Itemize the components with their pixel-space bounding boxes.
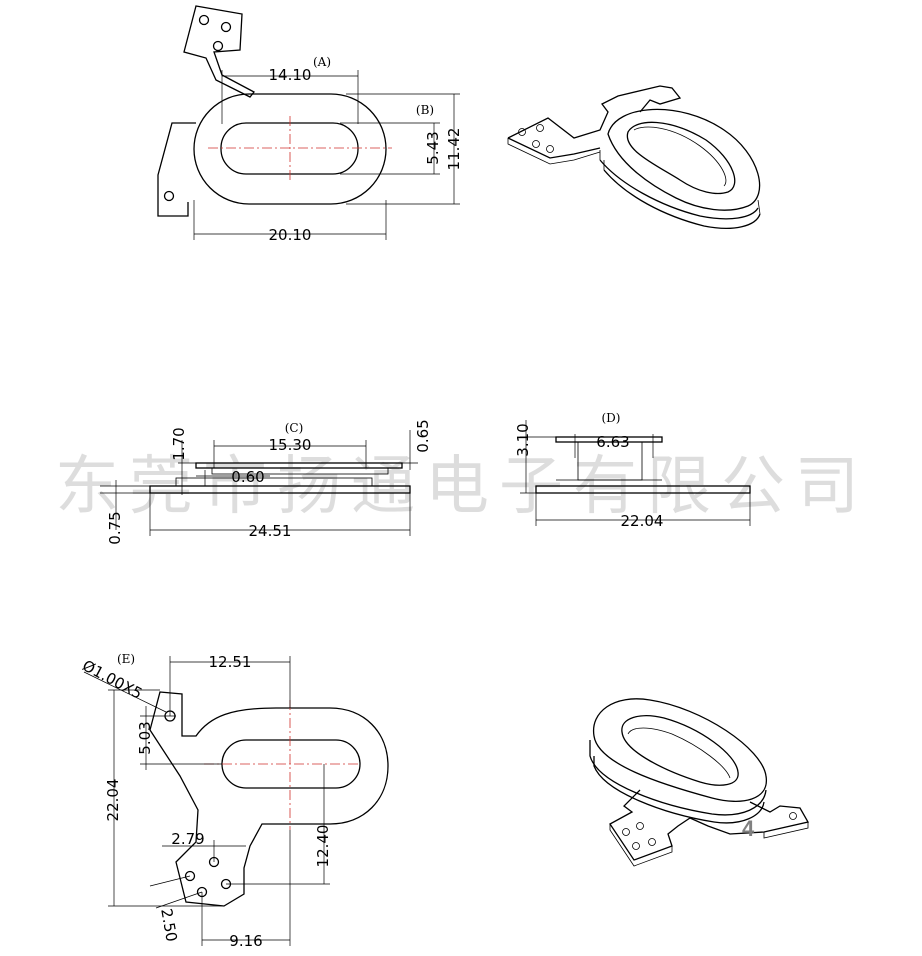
hole-spec: Ø1.00X5 <box>79 656 145 702</box>
view-a-top: 14.10 (A) 20.10 11.42 5.43 (B) <box>157 5 463 244</box>
dim-11-42: 11.42 <box>445 128 463 171</box>
coil-outer-outline <box>193 93 387 205</box>
iso-tab-outline-b <box>609 789 809 861</box>
dim-1-70: 1.70 <box>170 427 188 460</box>
iso-hole <box>546 145 554 153</box>
iso-coil-outer-b <box>592 698 767 802</box>
tab-hole <box>212 40 224 52</box>
part-outline-e <box>149 691 389 907</box>
view-label-e: (E) <box>117 652 135 666</box>
dim-20-10: 20.10 <box>269 226 312 244</box>
view-label-c: (C) <box>285 421 304 435</box>
iso-hole-b <box>648 838 656 846</box>
view-c-side: (C) 15.30 1.70 0.60 0.65 0.75 24.51 <box>100 419 432 545</box>
dim-6-63: 6.63 <box>596 433 629 451</box>
iso-hole-b <box>636 822 644 830</box>
dim-0-60: 0.60 <box>231 468 264 486</box>
dim-5-03: 5.03 <box>136 721 154 754</box>
dim-3-10: 3.10 <box>514 423 532 456</box>
dim-0-75: 0.75 <box>106 511 124 544</box>
dim-12-51: 12.51 <box>209 653 252 671</box>
dim-12-40: 12.40 <box>314 825 332 868</box>
iso-coil-inner <box>626 121 736 195</box>
dim-14-10: 14.10 <box>269 66 312 84</box>
iso-hole <box>536 124 544 132</box>
iso-hole <box>532 140 540 148</box>
bracket-hole <box>163 190 175 202</box>
tab-top-outline <box>183 5 255 98</box>
view-label-b: (B) <box>416 103 434 117</box>
dim-2-79: 2.79 <box>171 830 204 848</box>
view-label-a: (A) <box>313 55 331 69</box>
dim-15-30: 15.30 <box>269 436 312 454</box>
tab-hole <box>198 14 210 26</box>
dim-24-51: 24.51 <box>249 522 292 540</box>
dim-22-04-e: 22.04 <box>104 779 122 822</box>
dim-9-16: 9.16 <box>229 932 262 950</box>
dim-22-04-d: 22.04 <box>621 512 664 530</box>
dim-0-65: 0.65 <box>414 419 432 452</box>
iso-hole-b <box>632 842 640 850</box>
view-d-side: (D) 6.63 3.10 22.04 <box>514 411 751 530</box>
base-plate-d <box>535 485 751 494</box>
coil-mid <box>211 467 389 475</box>
watermark-text: 东莞市扬通电子有限公司 <box>55 450 869 524</box>
part-number: 4 <box>742 816 755 841</box>
iso-hole-b <box>789 812 797 820</box>
coil-inner-outline <box>220 122 359 175</box>
coil-bottom <box>175 477 373 487</box>
tab-hole <box>220 21 232 33</box>
pad-hole <box>184 870 196 882</box>
dim-5-43: 5.43 <box>424 131 442 164</box>
iso-coil-inner-b <box>621 715 739 786</box>
iso-hole-b <box>622 828 630 836</box>
isometric-view-bottom: 4 <box>589 698 809 867</box>
side-bracket-outline <box>157 122 196 217</box>
view-e-bottom: (E) 12.51 Ø1.00X5 5.03 22.04 2.79 <box>79 652 389 950</box>
isometric-view-top <box>507 85 761 229</box>
iso-tab-outline <box>507 85 682 139</box>
iso-hole <box>518 128 526 136</box>
view-label-d: (D) <box>602 411 621 425</box>
dim-2-50: 2.50 <box>157 907 181 943</box>
iso-coil-outer <box>607 108 761 211</box>
